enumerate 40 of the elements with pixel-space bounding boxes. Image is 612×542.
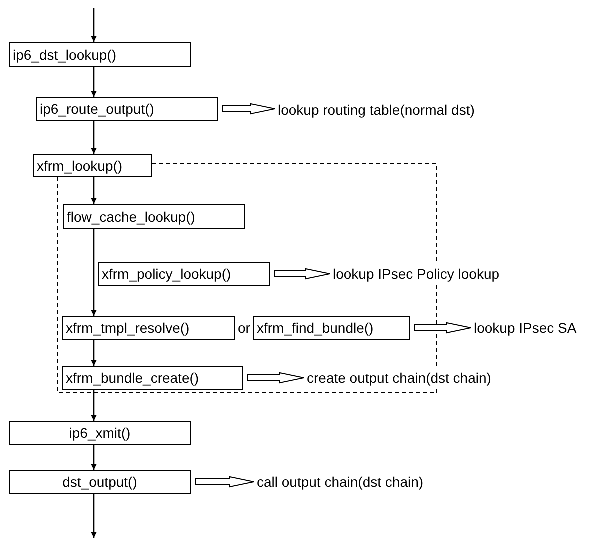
arrow (91, 340, 97, 366)
function-box (9, 470, 191, 494)
arrow (91, 445, 97, 470)
function-box (9, 42, 191, 67)
description-text: create output chain(dst chain) (307, 370, 492, 386)
arrow (91, 390, 97, 421)
function-name: dst_output() (62, 474, 138, 490)
function-name: xfrm_lookup() (37, 158, 123, 174)
function-name: ip6_dst_lookup() (13, 46, 117, 62)
function-box (63, 204, 245, 229)
block-arrow (274, 268, 330, 280)
block-arrow (414, 322, 472, 334)
arrow (91, 177, 97, 204)
function-box (33, 154, 152, 177)
function-name: xfrm_tmpl_resolve() (66, 320, 190, 336)
arrow (91, 494, 97, 538)
description-text: call output chain(dst chain) (257, 474, 424, 490)
arrow (91, 8, 97, 42)
function-name: ip6_xmit() (69, 425, 131, 441)
function-name: xfrm_policy_lookup() (102, 266, 232, 282)
function-box (62, 366, 243, 390)
block-arrow (248, 372, 304, 384)
arrow (91, 229, 97, 316)
function-box (36, 97, 218, 121)
function-box (9, 421, 191, 445)
description-text: lookup IPsec Policy lookup (333, 266, 500, 282)
function-name: xfrm_find_bundle() (257, 320, 374, 336)
description-text: lookup IPsec SA (474, 320, 577, 336)
function-name: xfrm_bundle_create() (66, 370, 200, 386)
function-name: flow_cache_lookup() (67, 208, 196, 224)
function-box (253, 316, 410, 340)
arrow (91, 67, 97, 97)
function-box (98, 262, 270, 286)
function-box (62, 316, 235, 340)
function-name: ip6_route_output() (40, 101, 154, 117)
arrow (91, 121, 97, 154)
description-text: lookup routing table(normal dst) (278, 102, 475, 118)
block-arrow (196, 476, 254, 488)
connector-word: or (238, 320, 250, 336)
block-arrow (222, 103, 276, 115)
